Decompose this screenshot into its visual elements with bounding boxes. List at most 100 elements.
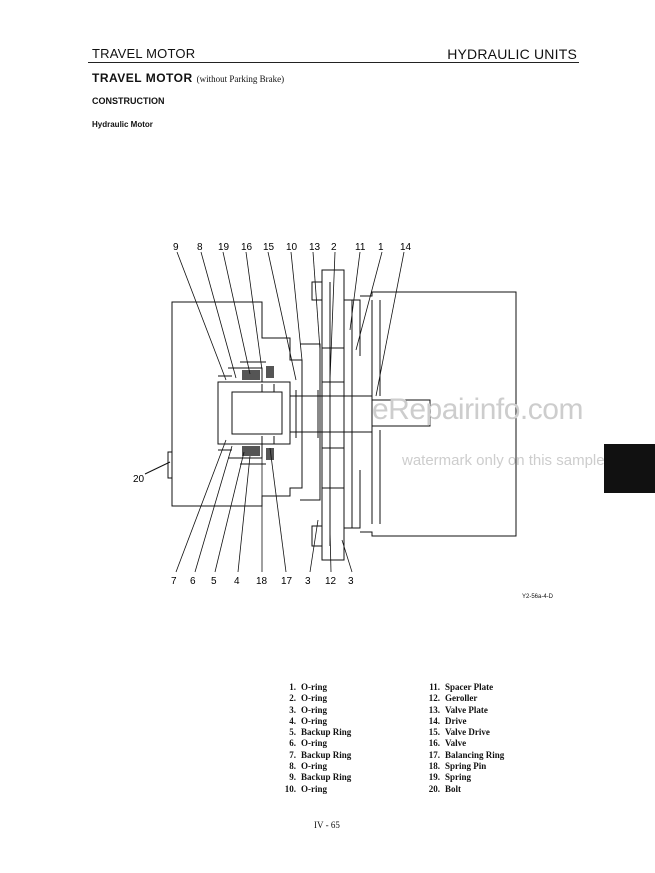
part-number: 8. (289, 761, 296, 772)
header-chapter-title: HYDRAULIC UNITS (447, 46, 577, 62)
part-list-item: 15. Valve Drive (420, 727, 504, 738)
part-list-item: 8. O-ring (276, 761, 351, 772)
callout-top-8: 11 (355, 242, 366, 253)
part-list-item: 14. Drive (420, 716, 504, 727)
part-list-item: 5. Backup Ring (276, 727, 351, 738)
part-list-item: 12. Geroller (420, 693, 504, 704)
part-name: Valve Plate (445, 704, 488, 715)
part-list-item: 19. Spring (420, 772, 504, 783)
part-list-item: 1. O-ring (276, 682, 351, 693)
part-name: Bolt (445, 783, 462, 794)
callout-leader-lines (175, 251, 405, 573)
part-name: O-ring (301, 783, 327, 794)
part-name: Valve (445, 738, 467, 749)
part-list-item: 10. O-ring (276, 784, 351, 795)
part-number: 6. (289, 738, 296, 749)
part-number: 15. (428, 727, 440, 738)
part-list-item: 17. Balancing Ring (420, 749, 505, 761)
part-list-item: 4. O-ring (276, 716, 351, 727)
callout-bottom-7: 12 (325, 576, 337, 587)
part-number: 19. (428, 772, 440, 783)
callout-bottom-0: 7 (171, 576, 177, 587)
part-number: 9. (289, 772, 296, 783)
callout-top-5: 10 (286, 242, 298, 253)
part-name: O-ring (301, 738, 327, 749)
part-name: Spring Pin (445, 761, 487, 772)
part-name: O-ring (301, 715, 327, 726)
part-list-item: 18. Spring Pin (420, 761, 504, 772)
callout-number-left: 20 (133, 474, 145, 485)
parts-list-right: 11. Spacer Plate 12. Geroller 13. Valve Plate… (420, 682, 505, 795)
callout-top-0: 9 (173, 242, 179, 253)
part-name: Balancing Ring (445, 749, 505, 760)
page-title: TRAVEL MOTOR(without Parking Brake) (92, 71, 284, 85)
part-number: 11. (429, 682, 440, 692)
part-list-item: 20. Bolt (420, 784, 504, 795)
chapter-tab-marker (604, 444, 655, 493)
callout-bottom-6: 3 (305, 576, 311, 587)
callout-top-9: 1 (378, 242, 384, 253)
part-list-item: 3. O-ring (276, 705, 351, 716)
part-list-item: 11. Spacer Plate (420, 682, 504, 693)
part-list-item: 16. Valve (420, 738, 504, 749)
callout-bottom-1: 6 (190, 576, 196, 587)
callout-top-1: 8 (197, 242, 203, 253)
page-title-subtitle: (without Parking Brake) (196, 74, 285, 84)
part-number: 12. (428, 693, 440, 704)
watermark-site: eRepairinfo.com (372, 393, 583, 426)
part-number: 10. (284, 783, 296, 794)
header-rule (88, 62, 579, 63)
callout-bottom-2: 5 (211, 576, 217, 587)
callout-top-10: 14 (400, 242, 412, 253)
part-name: O-ring (301, 761, 327, 772)
header-section-title: TRAVEL MOTOR (92, 46, 196, 61)
callout-bottom-8: 3 (348, 576, 354, 587)
part-name: Backup Ring (301, 727, 352, 738)
part-number: 2. (289, 693, 296, 704)
part-name: Geroller (445, 693, 478, 704)
hatched-seal-areas (242, 366, 274, 460)
part-number: 14. (428, 715, 440, 726)
part-number: 7. (289, 749, 296, 760)
part-name: Backup Ring (301, 749, 352, 760)
part-number: 18. (428, 761, 440, 772)
callout-top-2: 19 (218, 242, 230, 253)
part-number: 5. (289, 727, 296, 738)
part-number: 3. (289, 704, 296, 715)
watermark-notice: watermark only on this sample (402, 452, 605, 469)
part-list-item: 2. O-ring (276, 693, 351, 704)
part-number: 17. (428, 749, 440, 760)
section-heading-hydraulic-motor: Hydraulic Motor (92, 120, 153, 129)
callout-numbers-bottom: 7 6 5 4 18 17 3 12 3 (171, 576, 354, 587)
part-name: O-ring (301, 693, 327, 704)
part-number: 16. (428, 738, 440, 749)
callout-top-4: 15 (263, 242, 275, 253)
callout-top-3: 16 (241, 242, 253, 253)
part-name: Spacer Plate (445, 682, 494, 692)
page-number: IV - 65 (314, 820, 340, 830)
part-number: 20. (428, 783, 440, 794)
page-title-main: TRAVEL MOTOR (92, 71, 193, 85)
callout-bottom-4: 18 (256, 576, 268, 587)
part-list-item: 6. O-ring (276, 738, 351, 749)
part-name: Drive (445, 715, 467, 726)
section-heading-construction: CONSTRUCTION (92, 96, 165, 106)
part-list-item: 13. Valve Plate (420, 705, 504, 716)
parts-list-left: 1. O-ring 2. O-ring 3. O-ring 4. O-ring 5. Backup… (276, 682, 352, 795)
part-number: 4. (289, 715, 296, 726)
part-list-item: 7. Backup Ring (276, 750, 351, 761)
part-number: 1. (289, 682, 296, 692)
callout-top-6: 13 (309, 242, 321, 253)
callout-bottom-5: 17 (281, 576, 293, 587)
part-name: O-ring (301, 704, 327, 715)
part-name: Spring (445, 772, 472, 783)
part-name: Backup Ring (301, 772, 352, 783)
part-name: O-ring (301, 682, 327, 692)
part-name: Valve Drive (445, 727, 490, 738)
callout-top-7: 2 (331, 242, 337, 253)
figure-code: Y2-56a-4-D (522, 594, 554, 600)
part-list-item: 9. Backup Ring (276, 772, 351, 783)
callout-bottom-3: 4 (234, 576, 240, 587)
part-number: 13. (428, 704, 440, 715)
